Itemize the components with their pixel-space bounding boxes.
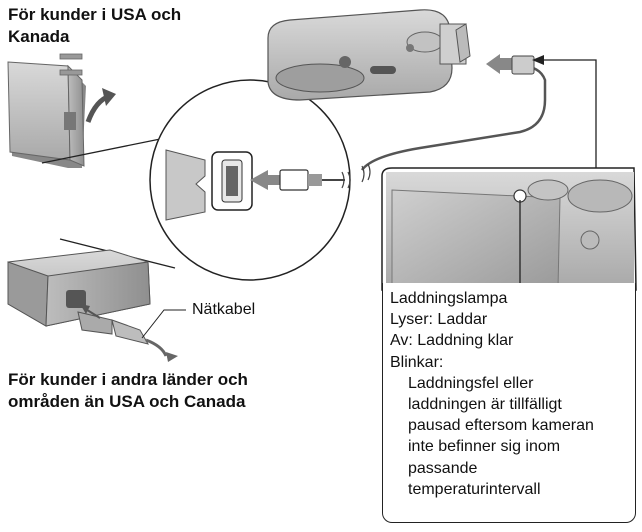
blink-detail-line: laddningen är tillfälligt: [408, 396, 562, 414]
other-ac-adapter: [7, 249, 151, 327]
usa-heading-line1: För kunder i USA och: [8, 5, 182, 24]
blink-detail-line: temperaturintervall: [408, 480, 541, 498]
lamp-lit: Lyser: Laddar: [390, 311, 488, 329]
power-cord: [77, 311, 178, 362]
usa-ac-adapter: [7, 53, 86, 168]
callout-arrow: [540, 59, 597, 170]
charge-lamp-info: Laddningslampa Lyser: Laddar Av: Laddnin…: [390, 288, 594, 500]
blink-detail-line: inte befinner sig inom: [408, 438, 561, 456]
usa-heading-line2: Kanada: [8, 27, 70, 46]
power-cord-label: Nätkabel: [192, 301, 256, 318]
lamp-off: Av: Laddning klar: [390, 332, 514, 350]
other-heading-line2: områden än USA och Canada: [8, 392, 246, 411]
blink-detail-line: Laddningsfel eller: [408, 374, 534, 392]
blink-detail-line: pausad eftersom kameran: [408, 417, 594, 435]
charge-lamp-callout: [382, 283, 636, 523]
usb-cable: [360, 64, 547, 171]
camera-back-detail: [381, 167, 637, 291]
blink-detail-line: passande: [408, 459, 478, 477]
other-heading-line1: För kunder i andra länder och: [8, 370, 248, 389]
camera-top-view: [267, 9, 471, 101]
usb-connector-magnifier: [41, 79, 351, 281]
lamp-blinking: Blinkar:: [390, 353, 444, 371]
lamp-title: Laddningslampa: [390, 290, 508, 307]
